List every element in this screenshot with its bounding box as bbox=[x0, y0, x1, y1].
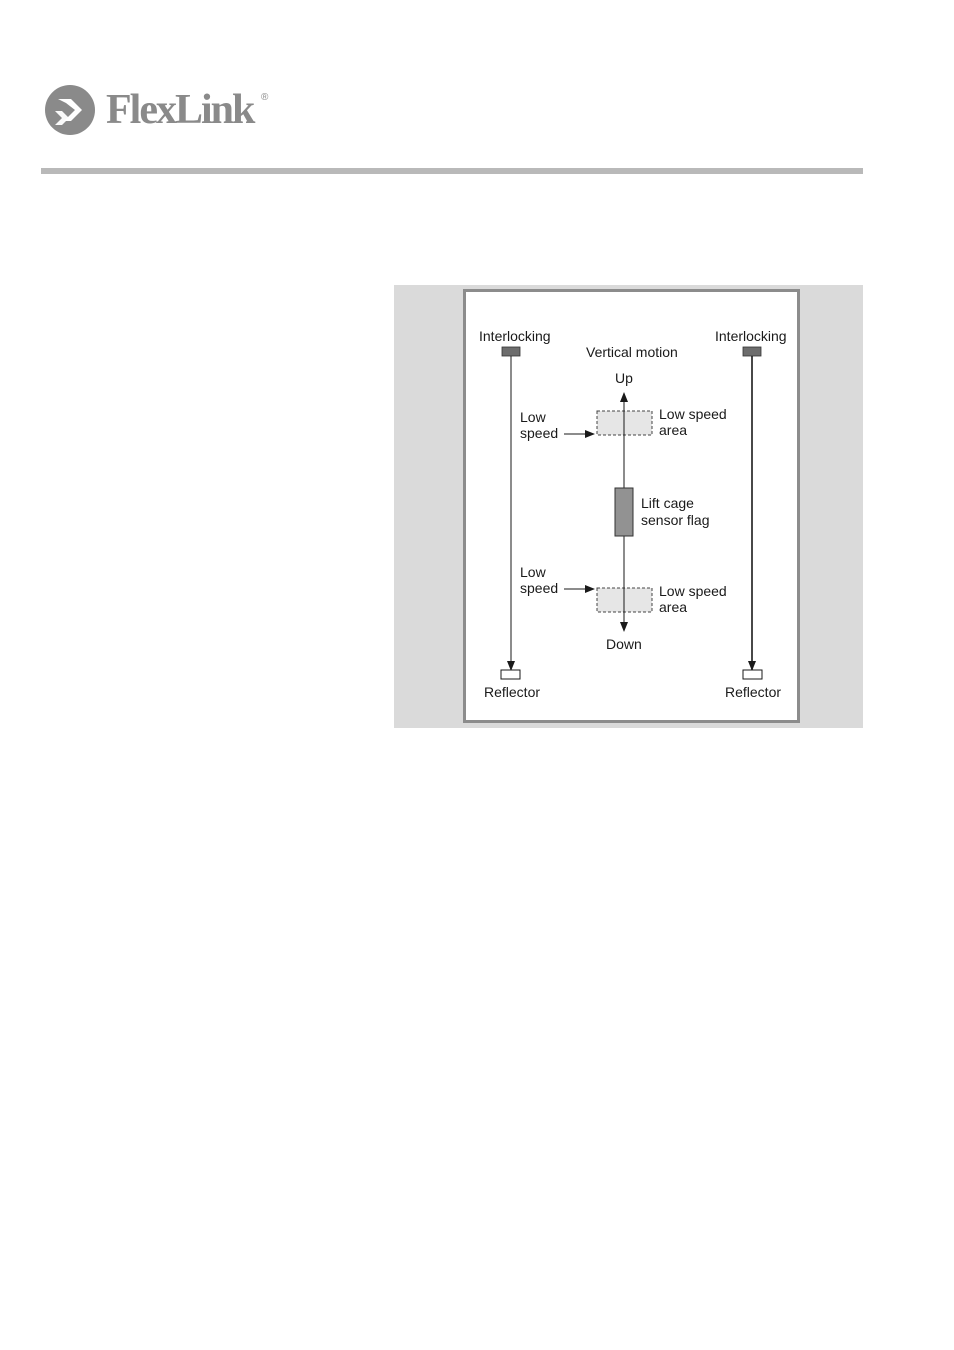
low-speed-area-bottom-line2: area bbox=[659, 599, 687, 615]
lift-cage-sensor-flag bbox=[614, 487, 634, 537]
low-speed-area-top-line2: area bbox=[659, 422, 687, 438]
brand-name: FlexLink bbox=[106, 87, 255, 133]
reflector-left-label: Reflector bbox=[484, 684, 540, 700]
low-speed-top-line2: speed bbox=[520, 425, 558, 441]
lift-cage-label-line1: Lift cage bbox=[641, 495, 694, 511]
flexlink-logo: FlexLink ® bbox=[44, 84, 284, 140]
vertical-motion-label: Vertical motion bbox=[586, 344, 678, 360]
interlocking-right-sensor bbox=[742, 346, 762, 357]
reflector-right bbox=[742, 669, 763, 680]
low-speed-bottom-line2: speed bbox=[520, 580, 558, 596]
up-label: Up bbox=[615, 370, 633, 386]
reflector-left bbox=[500, 669, 521, 680]
low-speed-bottom-line1: Low bbox=[520, 564, 547, 580]
interlocking-right-label: Interlocking bbox=[715, 328, 787, 344]
down-label: Down bbox=[606, 636, 642, 652]
lift-cage-label-line2: sensor flag bbox=[641, 512, 709, 528]
interlocking-left-sensor bbox=[501, 346, 521, 357]
interlocking-left-label: Interlocking bbox=[479, 328, 551, 344]
flexlink-logo-mark-icon bbox=[45, 85, 95, 135]
header-rule bbox=[41, 168, 863, 174]
reflector-right-label: Reflector bbox=[725, 684, 781, 700]
low-speed-area-top-line1: Low speed bbox=[659, 406, 727, 422]
registered-mark: ® bbox=[261, 92, 269, 103]
low-speed-top-line1: Low bbox=[520, 409, 547, 425]
lift-sensor-diagram: Interlocking Reflector Interlocking Refl… bbox=[463, 289, 800, 723]
low-speed-area-bottom-line1: Low speed bbox=[659, 583, 727, 599]
